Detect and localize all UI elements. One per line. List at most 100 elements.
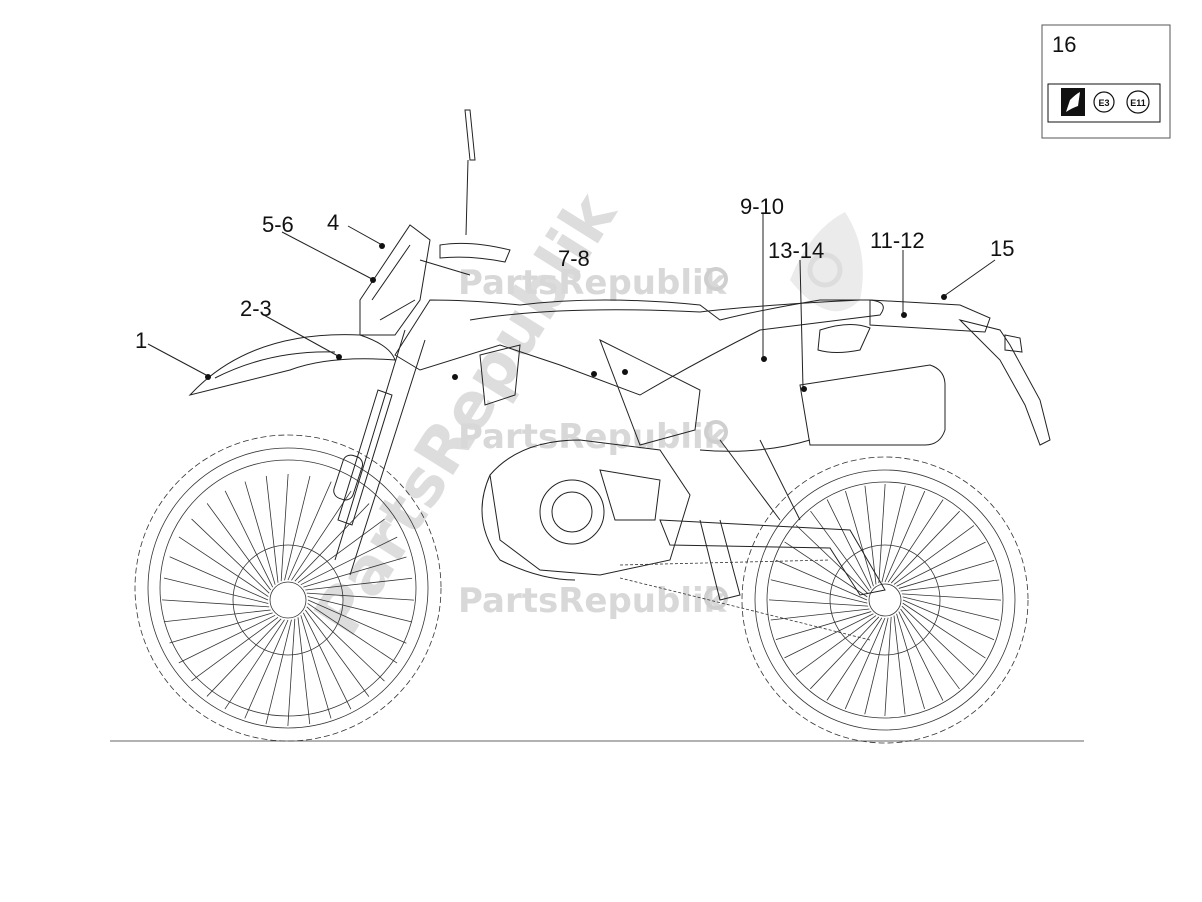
spoke (302, 612, 352, 710)
spoke (294, 503, 370, 582)
rear-fender (958, 319, 1051, 446)
spoke (784, 613, 874, 659)
inset-box-16: 16 E3 E11 (1041, 24, 1171, 139)
spoke (898, 560, 995, 589)
spoke (224, 490, 274, 588)
spoke (896, 541, 986, 587)
spoke (902, 599, 995, 641)
engine (481, 439, 691, 581)
front-wheel (134, 434, 442, 742)
callout-9-10: 9-10 (740, 194, 784, 219)
spoke (770, 579, 868, 604)
front-fork (333, 329, 426, 576)
spoke (169, 556, 269, 601)
spoke (163, 577, 269, 604)
spoke (898, 611, 944, 701)
spoke (306, 606, 385, 682)
callout-11-12: 11-12 (870, 228, 925, 253)
spoke (265, 619, 292, 725)
spoke (206, 618, 282, 697)
spoke (244, 619, 289, 719)
leader-lines (147, 214, 996, 389)
spoke (810, 616, 880, 690)
e11-badge-label: E11 (1130, 98, 1146, 108)
spoke (305, 577, 413, 591)
spoke (864, 617, 889, 715)
spoke (300, 615, 332, 719)
watermark-text-middle: PartsRepublik (458, 417, 728, 457)
spoke (770, 608, 870, 621)
callout-labels: 1 2-3 5-6 4 7-8 9-10 13-14 11-12 15 (135, 194, 1014, 353)
manual-book-icon (1061, 88, 1085, 116)
spoke (178, 614, 276, 664)
spoke (893, 615, 906, 715)
spoke (884, 490, 926, 583)
callout-7-8: 7-8 (558, 246, 590, 271)
headlight-fairing (359, 224, 431, 336)
swingarm (659, 439, 886, 601)
spoke (306, 592, 415, 601)
spoke (297, 518, 385, 584)
callout-1: 1 (135, 328, 147, 353)
spoke (784, 541, 868, 598)
spoke (265, 475, 279, 583)
spoke (307, 603, 398, 664)
spoke (893, 525, 975, 585)
callout-4: 4 (327, 210, 339, 235)
spoke (775, 559, 868, 601)
spoke (902, 602, 986, 659)
spoke (303, 556, 407, 588)
spoke (810, 510, 870, 592)
watermark-text-bottom: PartsRepublik (458, 581, 728, 621)
spoke (206, 503, 272, 591)
spoke (901, 605, 975, 675)
exhaust (699, 364, 946, 452)
spoke (795, 615, 877, 675)
e3-badge-icon (1093, 91, 1115, 113)
front-fender (188, 334, 396, 396)
spoke (163, 609, 271, 623)
chain (619, 559, 871, 641)
e3-badge-label: E3 (1098, 98, 1109, 108)
inset-number: 16 (1052, 32, 1076, 57)
spoke (887, 499, 944, 583)
spoke (280, 473, 289, 582)
spoke (845, 490, 874, 587)
spoke (896, 613, 925, 710)
spoke (191, 518, 270, 594)
spoke (284, 475, 311, 581)
spoke (901, 593, 1002, 601)
rear-wheel (741, 456, 1029, 744)
callout-5-6: 5-6 (262, 212, 294, 237)
spoke (300, 536, 398, 586)
spoke (795, 525, 869, 595)
callout-13-14: 13-14 (768, 238, 824, 263)
callout-2-3: 2-3 (240, 296, 272, 321)
spoke (287, 481, 332, 581)
spoke (178, 536, 269, 597)
spoke (890, 510, 960, 584)
spoke (844, 617, 886, 710)
e11-badge-icon (1126, 90, 1150, 114)
spoke (775, 611, 872, 640)
spoke (224, 619, 285, 710)
spoke (191, 616, 279, 682)
spoke (826, 499, 872, 589)
spoke (169, 612, 273, 644)
spoke (768, 599, 869, 607)
spoke (884, 616, 892, 717)
spoke (244, 481, 276, 585)
spoke (864, 485, 877, 585)
callout-dots (205, 243, 947, 392)
spoke (307, 599, 407, 644)
spoke (881, 485, 906, 583)
spoke (304, 609, 370, 697)
spoke (297, 617, 311, 725)
watermark-text-top: PartsRepublik (458, 263, 728, 303)
spoke (900, 579, 1000, 592)
spoke (161, 599, 270, 608)
spoke (291, 490, 352, 581)
spoke (287, 618, 296, 727)
spoke (900, 608, 960, 690)
